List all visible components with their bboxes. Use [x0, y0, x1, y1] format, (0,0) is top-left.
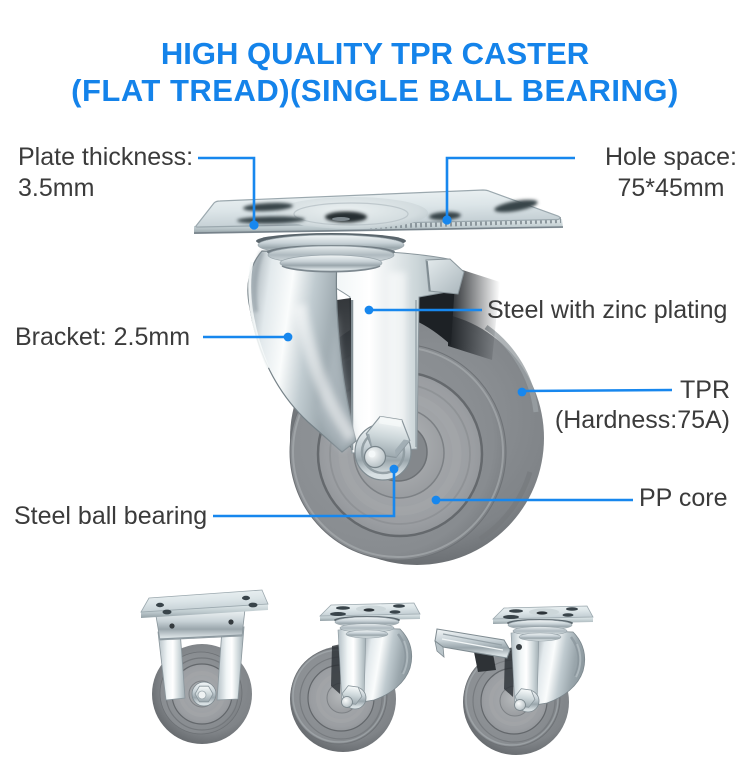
main-swivel-bearing: [256, 233, 406, 273]
page-title-line2: (FLAT TREAD)(SINGLE BALL BEARING): [71, 73, 679, 108]
callout-tpr: TPR (Hardness:75A): [555, 375, 730, 435]
main-fork: [247, 248, 465, 454]
callout-plate-thickness-value: 3.5mm: [18, 174, 95, 202]
callout-ball-bearing: Steel ball bearing: [14, 501, 207, 532]
zinc-plating-dot: [364, 305, 374, 315]
tpr-dot: [517, 387, 527, 397]
callout-pp-core: PP core: [639, 483, 727, 514]
callout-hole-space-value: 75*45mm: [617, 174, 725, 202]
ball-bearing-dot: [389, 464, 399, 474]
callout-zinc-plating-label: Steel with zinc plating: [487, 296, 728, 324]
swivel-caster-bearing: [334, 616, 400, 639]
plate-thickness-connector: [198, 156, 256, 224]
plate-thickness-dot: [249, 220, 259, 230]
callout-tpr-value: (Hardness:75A): [554, 406, 730, 434]
callout-zinc-plating: Steel with zinc plating: [487, 295, 727, 326]
main-top-plate: [193, 189, 564, 234]
callout-hole-space-label: Hole space:: [604, 143, 738, 171]
pp-core-dot: [431, 495, 441, 505]
callout-bracket-label: Bracket: 2.5mm: [15, 323, 191, 351]
brake-pedal: [434, 628, 511, 659]
fixed-caster-fork: [155, 608, 246, 701]
main-caster-image: [193, 189, 564, 565]
callout-ball-bearing-label: Steel ball bearing: [14, 502, 208, 530]
swivel-caster-fork: [337, 627, 413, 704]
callout-hole-space: Hole space: 75*45mm: [591, 142, 750, 204]
ball-bearing-connector: [213, 470, 396, 518]
fixed-caster-image: [140, 589, 269, 744]
swivel-caster-image: [290, 602, 421, 752]
page-title-line1: HIGH QUALITY TPR CASTER: [160, 36, 590, 71]
brake-crown-hole: [516, 644, 522, 650]
brake-caster-image: [434, 604, 595, 757]
callout-bracket: Bracket: 2.5mm: [15, 322, 190, 353]
hole-space-dot: [442, 215, 452, 225]
callout-plate-thickness: Plate thickness: 3.5mm: [18, 142, 193, 204]
callout-plate-thickness-label: Plate thickness:: [18, 143, 194, 171]
callout-dots: [249, 215, 527, 505]
fixed-caster-plate: [140, 589, 269, 618]
hole-space-connector: [445, 156, 575, 219]
callout-connectors: [198, 156, 673, 518]
tpr-connector: [521, 388, 673, 393]
callout-tpr-label: TPR: [680, 376, 730, 404]
callout-pp-core-label: PP core: [639, 484, 728, 512]
wheel-shadow-soft: [448, 266, 500, 360]
bracket-dot: [283, 332, 293, 342]
